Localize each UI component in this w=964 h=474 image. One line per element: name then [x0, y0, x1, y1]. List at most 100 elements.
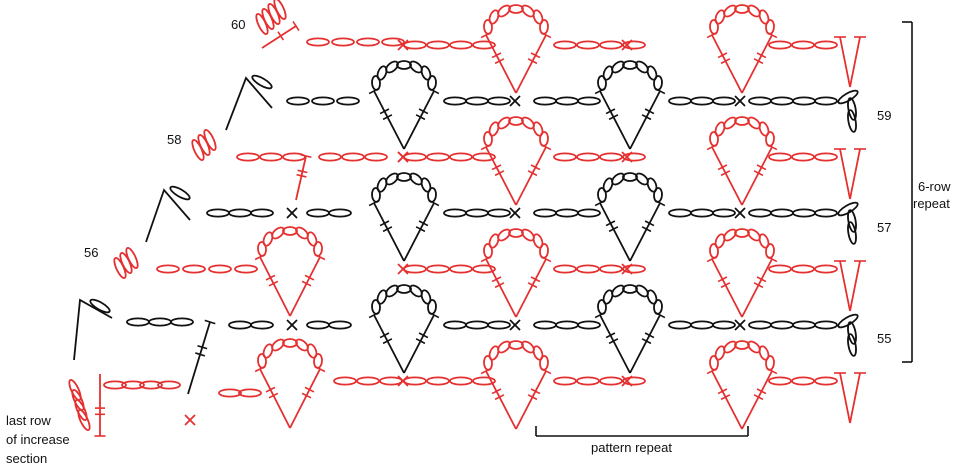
- chain-stitch-127: [472, 264, 496, 274]
- single-crochet-349: [734, 207, 746, 219]
- treble-bar-371: [644, 220, 655, 227]
- chain-stitch-68: [768, 152, 792, 162]
- fan-chain-167: [758, 233, 770, 249]
- fan-chain-221: [508, 340, 524, 350]
- fan-chain-306: [396, 60, 412, 70]
- fan-chain-257: [306, 343, 318, 359]
- edge-treble-46: [849, 36, 861, 88]
- pattern-repeat-label: pattern repeat: [591, 440, 672, 455]
- treble-stitch-428: [629, 314, 661, 374]
- treble-stitch-229: [741, 370, 773, 430]
- treble-stitch-19: [515, 34, 547, 94]
- fan-chain-435: [622, 284, 638, 294]
- chain-stitch-61: [426, 152, 450, 162]
- edge-triangle-455: [73, 298, 113, 361]
- chain-stitch-345: [814, 208, 838, 218]
- chain-stitch-381: [847, 209, 857, 233]
- chain-stitch-263: [238, 388, 262, 398]
- treble-bar-226: [720, 394, 731, 401]
- treble-bar-36: [756, 52, 767, 59]
- fan-chain-43: [758, 9, 770, 25]
- treble-bar-141: [491, 276, 502, 283]
- single-crochet-14: [621, 39, 633, 51]
- chain-stitch-130: [599, 264, 623, 274]
- row-label-60: 60: [231, 17, 245, 32]
- chain-stitch-383: [206, 208, 230, 218]
- fan-chain-318: [597, 75, 607, 91]
- fan-chain-224: [539, 355, 549, 371]
- treble-bar-296: [382, 114, 393, 121]
- fan-chain-321: [622, 60, 638, 70]
- chain-stitch-262: [218, 388, 242, 398]
- treble-stitch-154: [711, 258, 743, 318]
- chain-stitch-203: [768, 376, 792, 386]
- treble-bar-77: [491, 164, 502, 171]
- fan-chain-423: [427, 299, 437, 315]
- chain-stitch-337: [555, 208, 579, 218]
- increase-note-line3: section: [6, 451, 47, 466]
- chain-stitch-3: [472, 40, 496, 50]
- treble-bar-35: [753, 58, 764, 65]
- chain-stitch-282: [555, 96, 579, 106]
- treble-bar-356: [418, 220, 429, 227]
- treble-bar-156: [717, 276, 728, 283]
- fan-chain-418: [376, 289, 388, 305]
- treble-bar-351: [382, 226, 393, 233]
- treble-stitch-79: [515, 146, 547, 206]
- treble-bar-316: [644, 108, 655, 115]
- chain-stitch-196: [426, 376, 450, 386]
- fan-chain-83: [483, 131, 493, 147]
- chain-stitch-393: [465, 320, 489, 330]
- fan-chain-191: [313, 241, 323, 257]
- chain-stitch-444: [170, 317, 194, 327]
- chain-stitch-391: [169, 185, 191, 201]
- treble-bar-246: [265, 386, 276, 393]
- treble-bar-92: [717, 164, 728, 171]
- treble-bar-370: [641, 226, 652, 233]
- treble-bar-145: [530, 276, 541, 283]
- treble-cap-454: [204, 319, 216, 325]
- treble-bar-453: [197, 344, 208, 350]
- fan-chain-364: [427, 187, 437, 203]
- chain-stitch-109: [236, 152, 260, 162]
- fan-chain-103: [758, 121, 770, 137]
- chain-stitch-290: [814, 96, 838, 106]
- chain-stitch-124: [403, 264, 427, 274]
- treble-stitch-248: [289, 368, 321, 429]
- treble-cap-59: [292, 20, 300, 32]
- chain-stitch-62: [449, 152, 473, 162]
- fan-chain-41: [734, 4, 750, 14]
- fan-chain-162: [709, 243, 719, 259]
- treble-bar-144: [527, 282, 538, 289]
- treble-bar-297: [379, 108, 390, 115]
- increase-note-line1: last row: [6, 413, 51, 428]
- treble-stitch-365: [599, 202, 631, 262]
- row-label-57: 57: [877, 220, 891, 235]
- single-crochet-408: [734, 319, 746, 331]
- chain-stitch-440: [847, 321, 857, 345]
- fan-chain-223: [532, 345, 544, 361]
- chain-stitch-380: [837, 201, 859, 217]
- treble-bar-140: [494, 282, 505, 289]
- chain-stitch-325: [837, 89, 859, 105]
- treble-bar-231: [756, 388, 767, 395]
- chain-stitch-286: [712, 96, 736, 106]
- treble-stitch-310: [599, 90, 631, 150]
- treble-bar-352: [379, 220, 390, 227]
- chain-stitch-261: [379, 376, 403, 386]
- treble-bar-300: [415, 114, 426, 121]
- fan-chain-84: [488, 121, 500, 137]
- edge-treble-169: [839, 260, 851, 312]
- fan-chain-219: [488, 345, 500, 361]
- treble-bar-216: [530, 388, 541, 395]
- treble-bar-311: [608, 114, 619, 121]
- chain-stitch-401: [748, 320, 772, 330]
- treble-stitch-177: [259, 256, 291, 317]
- chain-stitch-268: [139, 380, 163, 390]
- single-crochet-347: [509, 207, 521, 219]
- fan-chain-218: [483, 355, 493, 371]
- chain-stitch-400: [712, 320, 736, 330]
- chain-stitch-382: [847, 221, 857, 245]
- fan-chain-236: [734, 340, 750, 350]
